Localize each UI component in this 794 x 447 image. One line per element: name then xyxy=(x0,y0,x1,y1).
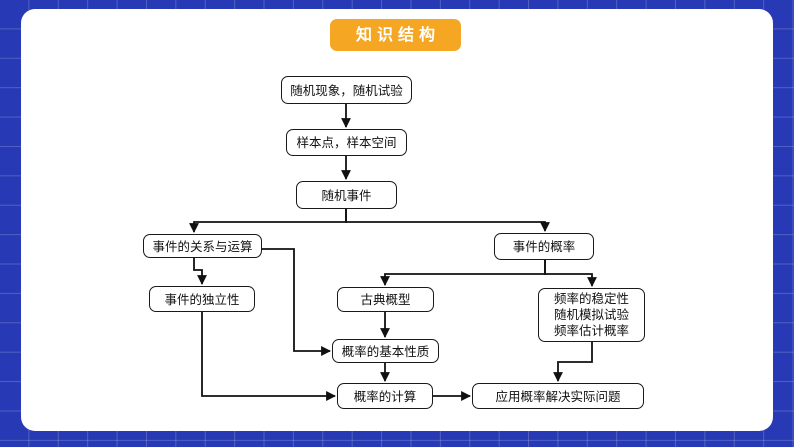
edge-n8-n11 xyxy=(553,342,593,382)
node-random-phenomenon[interactable]: 随机现象，随机试验 xyxy=(281,76,412,104)
node-label: 概率的基本性质 xyxy=(341,343,430,359)
node-sample-point-space[interactable]: 样本点，样本空间 xyxy=(286,129,407,156)
node-label: 随机现象，随机试验 xyxy=(290,82,403,98)
node-probability-basic-properties[interactable]: 概率的基本性质 xyxy=(332,339,439,363)
page-title: 知识结构 xyxy=(355,25,440,44)
page-title-badge: 知识结构 xyxy=(330,19,461,51)
edge-n5-n8 xyxy=(544,260,597,287)
node-apply-probability-real-problems[interactable]: 应用概率解决实际问题 xyxy=(472,383,644,409)
node-label: 事件的概率 xyxy=(512,239,576,254)
edge-n4-n6 xyxy=(193,258,207,285)
edge-n6-n10 xyxy=(201,312,336,401)
node-label: 事件的关系与运算 xyxy=(152,238,253,254)
edge-n3-n5 xyxy=(345,209,550,232)
node-event-probability[interactable]: 事件的概率 xyxy=(494,233,594,260)
node-label: 古典概型 xyxy=(360,292,411,307)
node-random-event[interactable]: 随机事件 xyxy=(296,181,397,209)
edge-n3-n4 xyxy=(189,209,347,233)
node-event-relations-operations[interactable]: 事件的关系与运算 xyxy=(143,234,262,258)
node-label: 应用概率解决实际问题 xyxy=(495,388,621,404)
node-classical-model[interactable]: 古典概型 xyxy=(337,287,434,312)
edge-n4-n9 xyxy=(262,248,331,356)
node-label: 样本点，样本空间 xyxy=(296,135,397,150)
node-probability-calculation[interactable]: 概率的计算 xyxy=(337,383,433,409)
node-label: 事件的独立性 xyxy=(164,291,240,307)
node-label: 频率的稳定性 随机模拟试验 频率估计概率 xyxy=(553,291,629,338)
node-label: 随机事件 xyxy=(321,187,372,203)
node-label: 概率的计算 xyxy=(353,388,417,404)
edge-n5-n7 xyxy=(380,260,546,286)
node-frequency-stability[interactable]: 频率的稳定性 随机模拟试验 频率估计概率 xyxy=(538,288,645,342)
node-event-independence[interactable]: 事件的独立性 xyxy=(149,286,255,312)
